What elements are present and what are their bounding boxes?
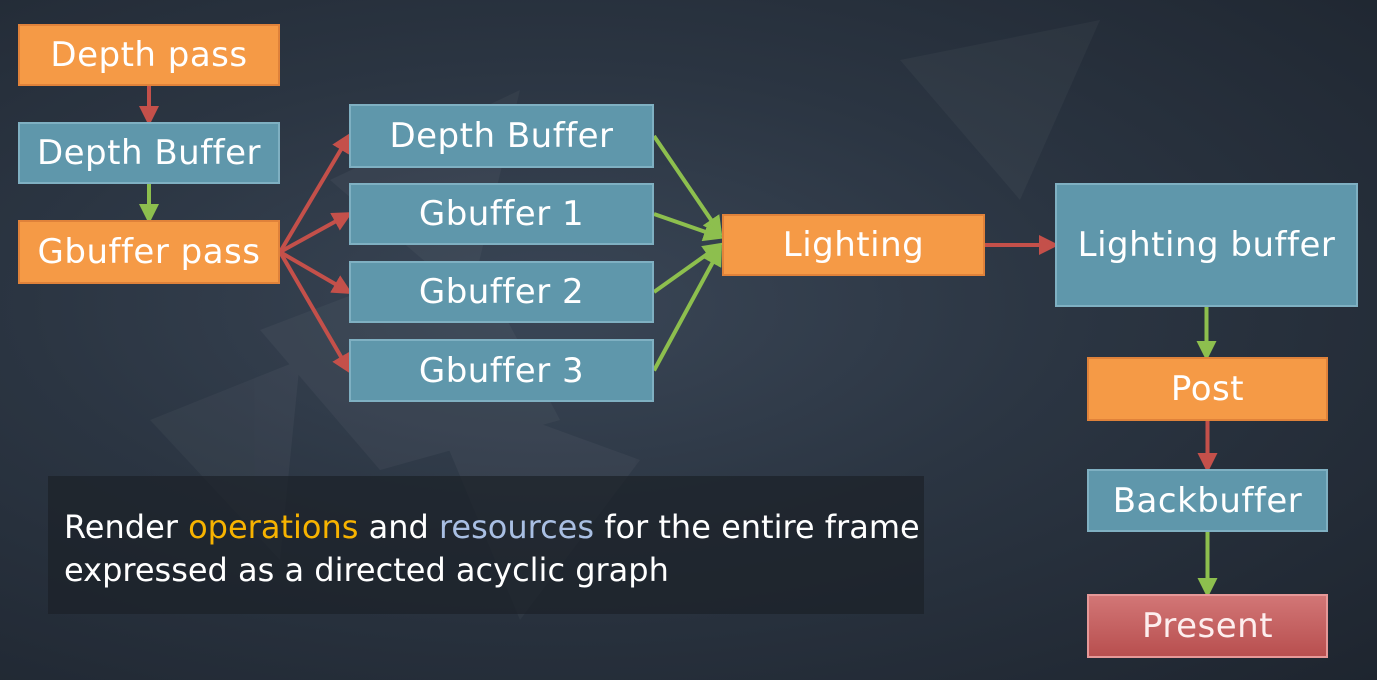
depth-pass-node: Depth pass (18, 24, 280, 86)
gbuffer-1-node: Gbuffer 1 (349, 183, 654, 245)
caption-resources: resources (438, 508, 595, 546)
lighting-node: Lighting (722, 214, 985, 276)
lighting-buffer-node: Lighting buffer (1055, 183, 1358, 307)
gbuffer-pass-node: Gbuffer pass (18, 220, 280, 284)
depth-buffer-node: Depth Buffer (18, 122, 280, 184)
present-node: Present (1087, 594, 1328, 658)
post-node: Post (1087, 357, 1328, 421)
backbuffer-node: Backbuffer (1087, 469, 1328, 532)
caption-suffix: for the entire frame expressed as a dire… (64, 508, 920, 589)
caption-operations: operations (188, 508, 359, 546)
depth-buffer-2-node: Depth Buffer (349, 104, 654, 168)
caption-box: Render operations and resources for the … (48, 476, 924, 614)
caption-prefix: Render (64, 508, 189, 546)
caption-middle: and (358, 508, 439, 546)
gbuffer-2-node: Gbuffer 2 (349, 261, 654, 323)
gbuffer-3-node: Gbuffer 3 (349, 339, 654, 402)
